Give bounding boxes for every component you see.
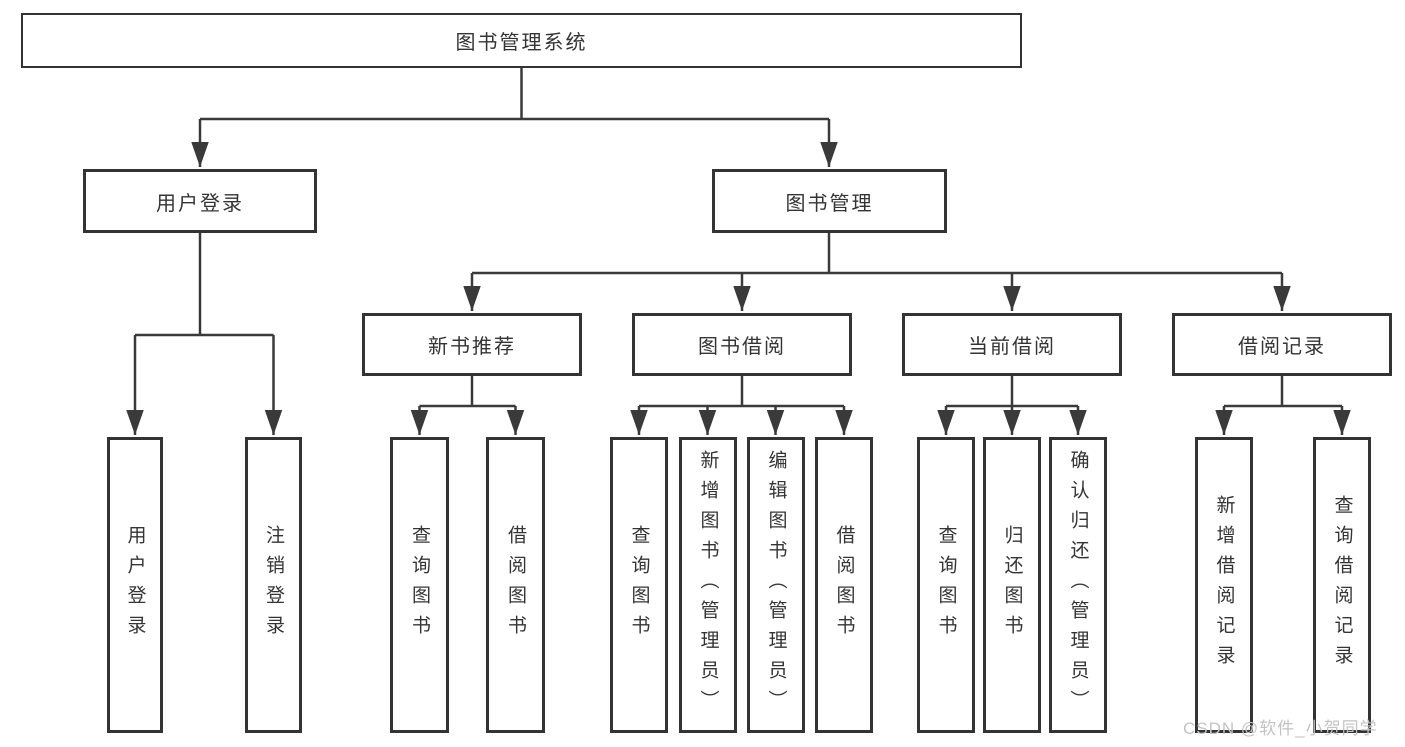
leaf-borrow-books: 借阅图书: [815, 437, 873, 733]
leaf-query-books-recommend: 查询图书: [390, 437, 449, 733]
leaf-query-books-borrow: 查询图书: [610, 437, 668, 733]
node-current-borrow: 当前借阅: [902, 313, 1122, 376]
leaf-user-login: 用户登录: [107, 437, 163, 733]
leaf-logout: 注销登录: [245, 437, 302, 733]
node-book-borrow: 图书借阅: [632, 313, 852, 376]
leaf-return-books: 归还图书: [983, 437, 1041, 733]
leaf-add-borrow-record: 新增借阅记录: [1195, 437, 1253, 733]
node-book-management: 图书管理: [712, 169, 947, 233]
node-user-login: 用户登录: [83, 169, 317, 233]
node-borrow-records: 借阅记录: [1172, 313, 1392, 376]
node-library-system: 图书管理系统: [21, 13, 1022, 68]
leaf-query-borrow-record: 查询借阅记录: [1313, 437, 1371, 733]
leaf-borrow-books-recommend: 借阅图书: [486, 437, 545, 733]
csdn-watermark: CSDN @软件_小贺同学: [1183, 719, 1378, 738]
leaf-confirm-return-admin: 确认归还（管理员）: [1049, 437, 1107, 733]
node-new-book-recommend: 新书推荐: [362, 313, 582, 376]
leaf-edit-books-admin: 编辑图书（管理员）: [747, 437, 805, 733]
leaf-query-books-current: 查询图书: [917, 437, 975, 733]
leaf-add-books-admin: 新增图书（管理员）: [679, 437, 737, 733]
